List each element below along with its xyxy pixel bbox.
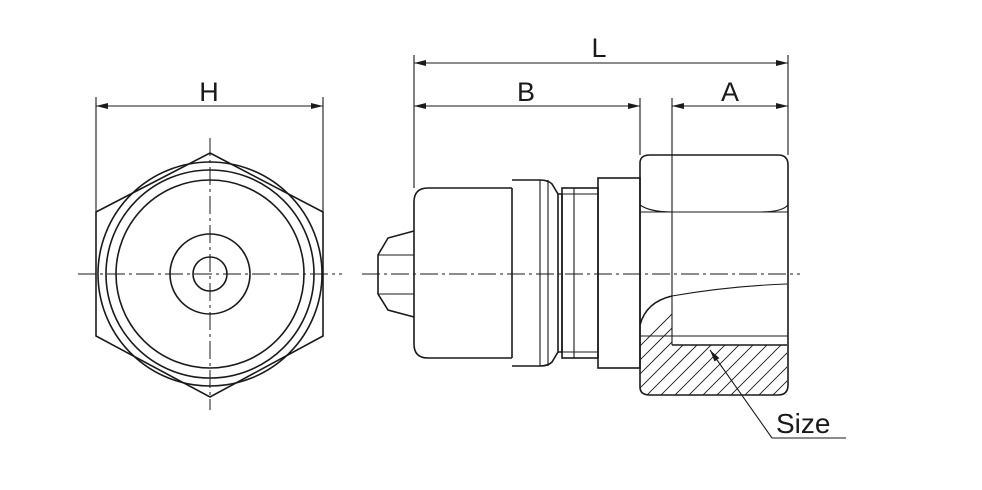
a-label: A <box>721 77 739 107</box>
collar <box>512 179 559 367</box>
size-label: Size <box>776 408 830 439</box>
end-view <box>78 138 342 410</box>
h-label: H <box>199 77 219 107</box>
dimension-a: A <box>671 77 788 212</box>
dimension-l: L <box>413 33 789 188</box>
dimension-b: B <box>414 77 641 155</box>
plug-neck <box>597 177 641 369</box>
bore-top-edge <box>671 283 788 297</box>
sleeve-body <box>413 187 512 359</box>
side-view <box>362 154 800 396</box>
l-label: L <box>591 33 606 63</box>
b-label: B <box>517 77 535 107</box>
hex-chamfer-top <box>639 204 789 213</box>
dimension-h: H <box>95 77 324 212</box>
groove-ring <box>561 187 599 359</box>
hex-body <box>639 154 789 396</box>
section-outline <box>639 295 673 326</box>
size-leader-line <box>709 349 773 439</box>
size-callout: Size <box>709 349 846 439</box>
